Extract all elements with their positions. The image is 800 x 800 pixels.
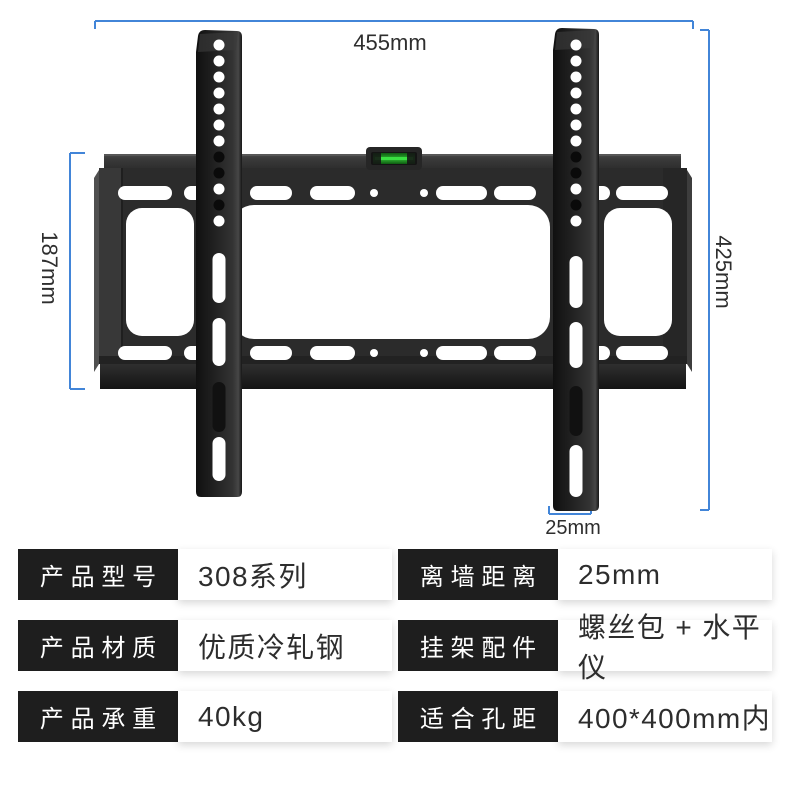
spec-row-load: 产品承重 40kg [18, 691, 392, 742]
spec-label: 产品材质 [18, 620, 178, 671]
spec-label: 离墙距离 [398, 549, 558, 600]
spec-value: 25mm [558, 549, 772, 600]
spec-row-model: 产品型号 308系列 [18, 549, 392, 600]
spec-column-left: 产品型号 308系列 产品材质 优质冷轧钢 产品承重 40kg [18, 549, 392, 742]
spec-label: 挂架配件 [398, 620, 558, 671]
spec-label: 适合孔距 [398, 691, 558, 742]
dimension-label-height: 425mm [711, 235, 736, 309]
spec-value: 优质冷轧钢 [178, 620, 392, 671]
spec-row-wall-distance: 离墙距离 25mm [398, 549, 772, 600]
dimension-line-right [700, 29, 710, 511]
dimension-line-left [69, 152, 85, 390]
spec-value: 螺丝包 + 水平仪 [558, 612, 772, 683]
spec-value: 40kg [178, 691, 392, 742]
plate-cutouts [118, 186, 672, 360]
dimension-label-plate-height: 187mm [37, 231, 62, 305]
dimension-lines [69, 20, 710, 515]
spec-table: 产品型号 308系列 产品材质 优质冷轧钢 产品承重 40kg 离墙距离 25m… [18, 549, 772, 742]
spec-value: 400*400mm内 [558, 691, 772, 742]
spec-value: 308系列 [178, 549, 392, 600]
dimension-line-top [94, 20, 694, 29]
left-arm [196, 30, 242, 497]
right-arm [553, 28, 599, 511]
spec-label: 产品型号 [18, 549, 178, 600]
product-figure: 455mm 425mm 187mm 25mm [37, 20, 736, 539]
spec-label: 产品承重 [18, 691, 178, 742]
spec-row-accessories: 挂架配件 螺丝包 + 水平仪 [398, 612, 772, 683]
tv-wall-mount-diagram [69, 20, 710, 515]
dimension-label-depth: 25mm [545, 517, 601, 539]
spirit-level [366, 147, 422, 170]
spec-row-hole-pattern: 适合孔距 400*400mm内 [398, 691, 772, 742]
spec-column-right: 离墙距离 25mm 挂架配件 螺丝包 + 水平仪 适合孔距 400*400mm内 [398, 549, 772, 742]
dimension-label-width: 455mm [353, 30, 427, 55]
spec-row-material: 产品材质 优质冷轧钢 [18, 620, 392, 671]
wall-plate [94, 154, 692, 389]
